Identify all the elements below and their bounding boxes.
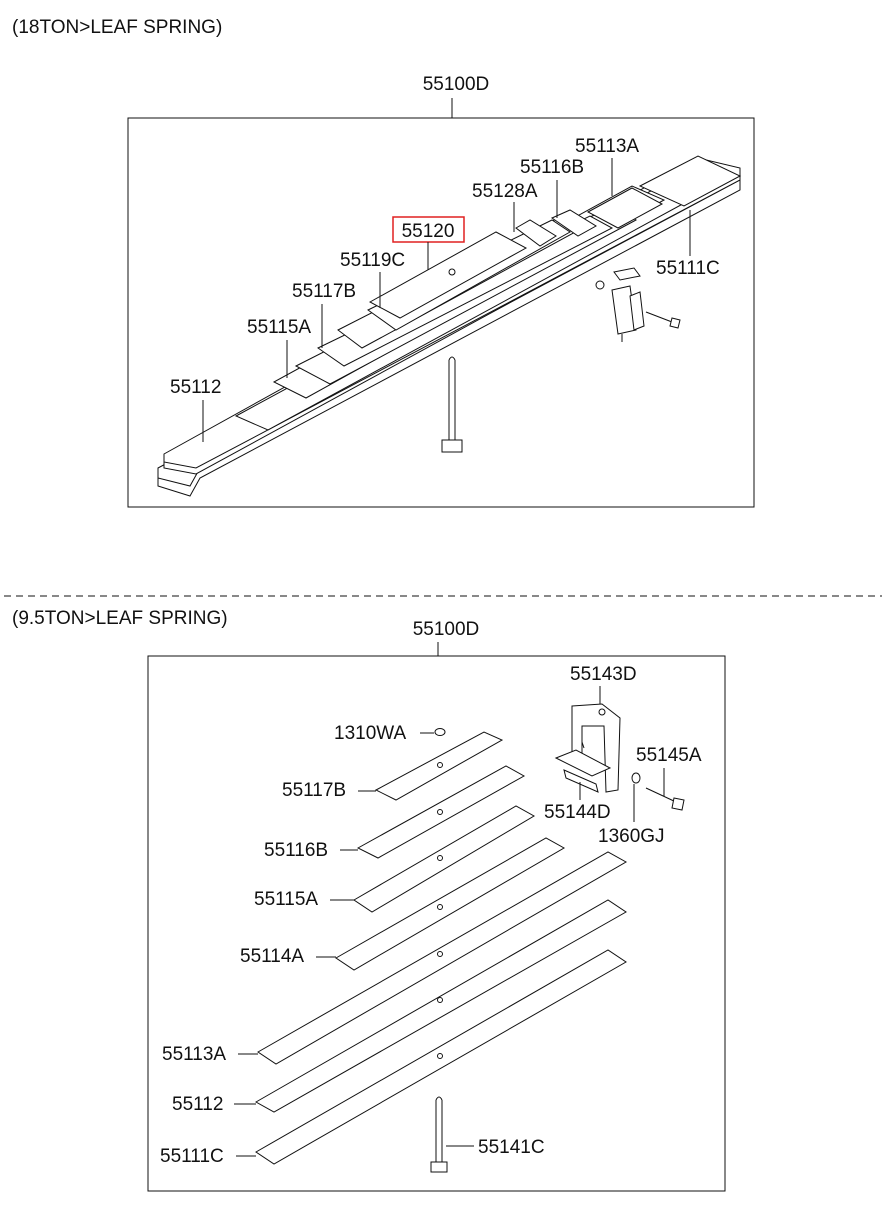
clip-bracket-18ton: [595, 267, 681, 342]
leaf-55113A[interactable]: [257, 851, 628, 1065]
labels-9_5ton: 55143D 1310WA 55145A 55117B 55144D 1360G…: [160, 664, 702, 1167]
frame-18ton: [127, 117, 755, 508]
label-55111C-bottom[interactable]: 55111C: [160, 1146, 224, 1167]
label-1310WA[interactable]: 1310WA: [334, 723, 406, 744]
leaf-spring-stack-18ton: [157, 155, 742, 497]
label-55114A[interactable]: 55114A: [240, 946, 304, 967]
section-title-18ton: (18TON>LEAF SPRING): [12, 17, 222, 38]
frame-9_5ton: [147, 655, 726, 1192]
leaf-55114A[interactable]: [335, 837, 566, 971]
center-hole: [448, 268, 456, 276]
label-55115A-top[interactable]: 55115A: [247, 317, 311, 338]
label-55113A-bottom[interactable]: 55113A: [162, 1044, 226, 1065]
leaf-tip-c: [586, 187, 664, 229]
label-55120-top[interactable]: 55120: [402, 221, 455, 242]
label-55143D[interactable]: 55143D: [570, 664, 637, 685]
label-55141C[interactable]: 55141C: [478, 1137, 545, 1158]
label-55112-top[interactable]: 55112: [170, 377, 221, 398]
label-55115A-bottom[interactable]: 55115A: [254, 889, 318, 910]
leaf-tip-a: [515, 219, 557, 247]
assembly-label-bottom: 55100D: [413, 619, 480, 640]
center-bolt-55141C: [430, 1096, 448, 1173]
plate-55144D[interactable]: [554, 749, 612, 777]
label-55117B-bottom[interactable]: 55117B: [282, 780, 346, 801]
label-55111C-top[interactable]: 55111C: [656, 258, 720, 279]
label-55116B-top[interactable]: 55116B: [520, 157, 584, 178]
leaf-55112[interactable]: [254, 899, 627, 1113]
labels-18ton: 55113A 55116B 55128A 55120 55119C 55111C…: [170, 136, 720, 442]
label-55145A[interactable]: 55145A: [636, 745, 702, 766]
label-55117B-top[interactable]: 55117B: [292, 281, 356, 302]
label-55144D[interactable]: 55144D: [544, 802, 611, 823]
leaf-55120[interactable]: [368, 231, 528, 319]
label-55128A-top[interactable]: 55128A: [472, 181, 538, 202]
leaf-55115A[interactable]: [353, 805, 536, 913]
leaf-end: [638, 155, 742, 207]
label-55116B-bottom[interactable]: 55116B: [264, 840, 328, 861]
bolt-55145A[interactable]: [671, 797, 685, 811]
nut-1310WA[interactable]: [434, 728, 446, 736]
label-55112-bottom[interactable]: 55112: [172, 1094, 223, 1115]
section-title-9_5ton: (9.5TON>LEAF SPRING): [12, 608, 228, 629]
exploded-leaves: [254, 728, 628, 1165]
label-1360GJ[interactable]: 1360GJ: [598, 826, 665, 847]
clip-assembly-9_5ton: [554, 703, 685, 811]
assembly-label-top: 55100D: [423, 74, 490, 95]
label-55119C-top[interactable]: 55119C: [340, 250, 405, 271]
center-bolt-18ton: [441, 356, 463, 453]
leaf-tip-b: [550, 209, 597, 237]
washer-1360GJ[interactable]: [631, 772, 641, 784]
label-55113A-top[interactable]: 55113A: [575, 136, 639, 157]
